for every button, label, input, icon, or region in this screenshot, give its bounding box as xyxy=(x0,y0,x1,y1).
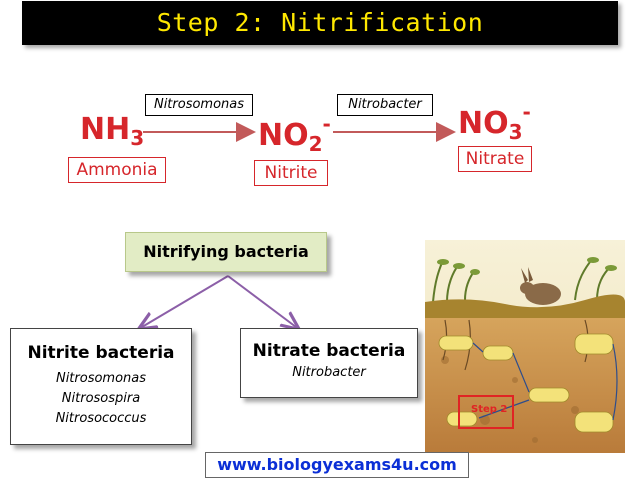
nitrogen-cycle-illustration: Step 2 xyxy=(425,240,625,453)
nitrosomonas-label: Nitrosomonas xyxy=(145,94,253,116)
ammonia-formula: NH3 xyxy=(80,112,145,150)
species-nitrosomonas: Nitrosomonas xyxy=(55,371,147,386)
nitrifying-bacteria-box: Nitrifying bacteria xyxy=(125,232,327,272)
branch-arrow-right xyxy=(227,275,296,327)
nitrate-bacteria-heading: Nitrate bacteria xyxy=(252,341,406,361)
species-nitrosospira: Nitrosospira xyxy=(61,391,141,406)
nitrate-formula: NO3- xyxy=(458,100,531,144)
nitrite-bacteria-heading: Nitrite bacteria xyxy=(27,343,175,363)
slide-title: Step 2: Nitrification xyxy=(22,1,618,45)
nitrite-bacteria-box: Nitrite bacteria Nitrosomonas Nitrosospi… xyxy=(10,328,192,445)
ammonia-label: Ammonia xyxy=(68,157,166,183)
nitrate-label: Nitrate xyxy=(458,146,532,172)
step-2-label: Step 2 xyxy=(471,404,507,415)
branch-arrow-left xyxy=(142,275,229,327)
species-nitrosococcus: Nitrosococcus xyxy=(55,411,147,426)
website-url[interactable]: www.biologyexams4u.com xyxy=(205,452,469,478)
species-nitrobacter: Nitrobacter xyxy=(292,365,366,380)
nitrite-formula: NO2- xyxy=(258,112,331,156)
nitrate-bacteria-box: Nitrate bacteria Nitrobacter xyxy=(240,328,418,398)
nitrobacter-label: Nitrobacter xyxy=(337,94,433,116)
nitrite-label: Nitrite xyxy=(254,160,328,186)
